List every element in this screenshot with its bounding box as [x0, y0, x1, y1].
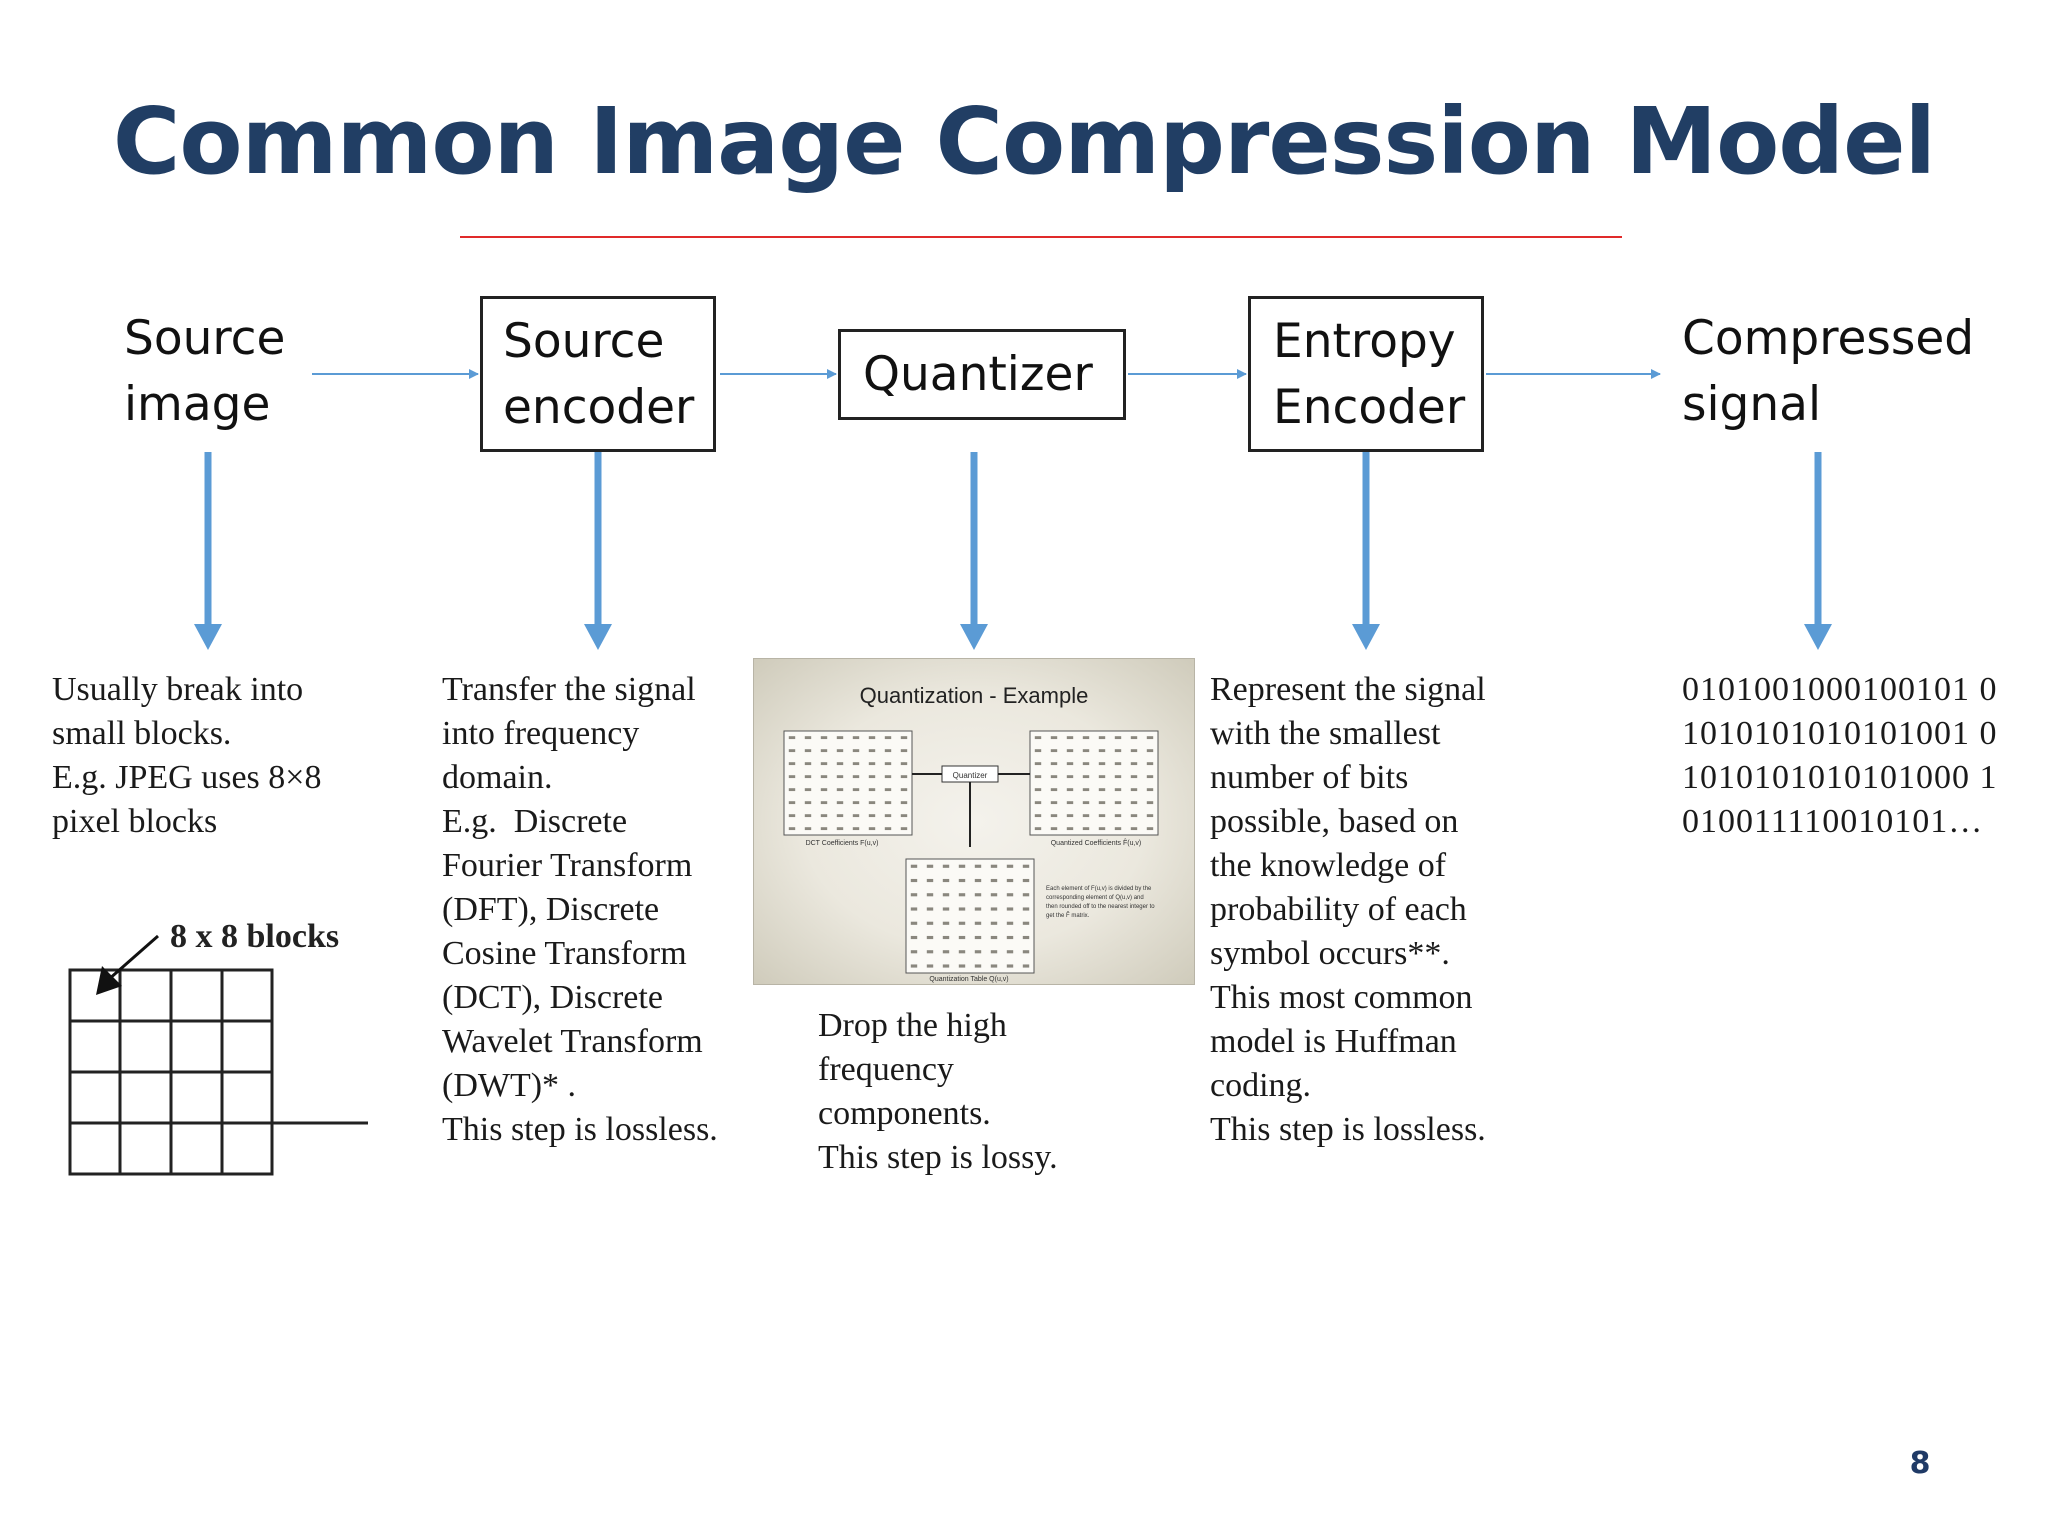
blocks-pointer-arrow — [96, 934, 159, 995]
blocks-label: 8 x 8 blocks — [170, 918, 340, 955]
title-divider — [460, 236, 1622, 238]
down-arrow-compressed-signal — [1804, 452, 1832, 650]
quantization-example-figure: Quantizer DCT Coefficients F(u,v) Quanti… — [783, 730, 1159, 983]
table-label: Quantization Table Q(u,v) — [929, 976, 1008, 983]
stage-source-image: Source image — [124, 306, 285, 438]
desc-source-image: Usually break into small blocks. E.g. JP… — [52, 671, 322, 840]
stage-source-image-line2: image — [124, 377, 271, 432]
stage-compressed-signal-line1: Compressed — [1682, 311, 1975, 366]
desc-entropy-encoder: Represent the signal with the smallest n… — [1210, 671, 1486, 1148]
binary-line: 0101001000100101 0 — [1682, 671, 1998, 708]
quantized-label: Quantized Coefficients F̂(u,v) — [1051, 839, 1142, 847]
page-title: Common Image Compression Model — [112, 88, 1936, 195]
quantization-note: Each element of F(u,v) is divided by the… — [1046, 886, 1155, 919]
stage-entropy-encoder-line1: Entropy — [1273, 314, 1456, 369]
page-number: 8 — [1909, 1446, 1931, 1481]
binary-line: 010011110010101… — [1682, 803, 1984, 840]
dct-label: DCT Coefficients F(u,v) — [806, 840, 879, 847]
quantization-example-image: Quantization - Example Quantizer DCT Coe… — [753, 658, 1195, 985]
quantization-example-title: Quantization - Example — [859, 683, 1089, 708]
quantized-matrix — [1029, 730, 1159, 836]
desc-quantizer: Drop the high frequency components. This… — [818, 1007, 1058, 1176]
desc-compressed-signal: 0101001000100101 0 1010101010101001 0 10… — [1682, 668, 1998, 844]
stage-compressed-signal: Compressed signal — [1682, 306, 1974, 438]
stage-compressed-signal-line2: signal — [1682, 377, 1822, 432]
down-arrow-quantizer — [960, 452, 988, 650]
stage-entropy-encoder-line2: Encoder — [1273, 380, 1466, 435]
dct-matrix — [783, 730, 913, 836]
stage-source-encoder-line1: Source — [503, 314, 665, 369]
down-arrow-source-encoder — [584, 452, 612, 650]
quantization-note-text: Each element of F(u,v) is divided by the… — [1046, 886, 1155, 919]
stage-quantizer-box: Quantizer — [838, 329, 1126, 420]
quantizer-mini-label: Quantizer — [953, 771, 988, 780]
stage-source-encoder-line2: encoder — [503, 380, 695, 435]
down-arrow-source-image — [194, 452, 222, 650]
binary-line: 1010101010101000 1 — [1682, 759, 1998, 796]
quantization-table-matrix — [905, 858, 1035, 974]
stage-source-image-line1: Source — [124, 311, 286, 366]
stage-source-encoder-box: Source encoder — [480, 296, 716, 452]
blocks-grid — [68, 968, 368, 1176]
down-arrow-entropy-encoder — [1352, 452, 1380, 650]
binary-line: 1010101010101001 0 — [1682, 715, 1998, 752]
stage-entropy-encoder-box: Entropy Encoder — [1248, 296, 1484, 452]
desc-source-encoder: Transfer the signal into frequency domai… — [442, 671, 718, 1148]
stage-quantizer-line1: Quantizer — [863, 347, 1093, 402]
